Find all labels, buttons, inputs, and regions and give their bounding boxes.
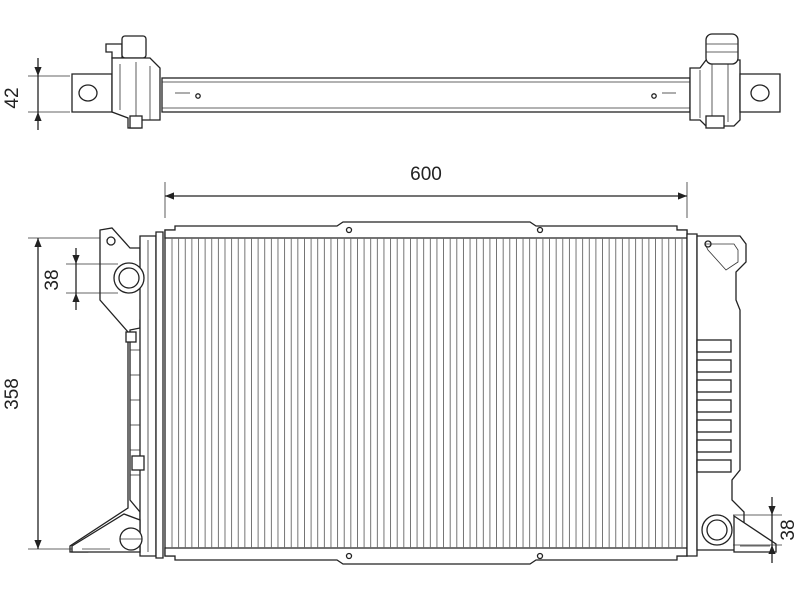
top-right-bracket <box>739 73 781 113</box>
dimension-38-inlet: 38 <box>42 248 118 310</box>
dimension-38-outlet: 38 <box>733 497 799 563</box>
top-left-bracket <box>71 73 113 113</box>
right-top-bracket <box>704 243 739 271</box>
dimension-38-outlet-label: 38 <box>778 519 799 540</box>
dimension-42-label: 42 <box>2 87 23 108</box>
top-left-drain <box>129 115 143 129</box>
left-mount-hole <box>106 236 116 246</box>
right-tank <box>696 235 747 551</box>
top-right-tank <box>689 59 741 127</box>
right-tank-ribs <box>696 339 732 473</box>
top-left-filler-neck <box>105 43 123 59</box>
top-plate <box>164 221 688 239</box>
top-core <box>161 77 691 113</box>
top-view <box>71 33 781 129</box>
left-tank-ribs <box>125 331 145 476</box>
core-frame <box>164 229 688 557</box>
dimension-38-inlet-label: 38 <box>42 269 63 290</box>
top-right-bracket-hole <box>750 84 770 102</box>
dimension-600: 600 <box>164 164 688 218</box>
top-right-filler-cap <box>705 33 739 65</box>
dimension-600-label: 600 <box>410 164 442 185</box>
left-tank-clip <box>131 455 145 471</box>
top-left-inlet <box>121 35 147 59</box>
top-left-bracket-hole <box>78 84 98 102</box>
left-tank-fitting <box>125 331 137 343</box>
core-fins <box>171 238 683 548</box>
left-seam <box>155 231 164 559</box>
front-view <box>69 221 777 565</box>
inlet-pipe-inner <box>118 267 140 289</box>
right-seam <box>686 233 698 557</box>
top-right-drain <box>705 115 725 129</box>
dimension-42: 42 <box>2 58 70 130</box>
dimension-358: 358 <box>2 237 100 550</box>
bottom-plate <box>164 547 688 565</box>
right-lower-bracket <box>733 514 777 553</box>
outlet-pipe-inner <box>706 519 728 541</box>
dimension-358-label: 358 <box>2 378 23 410</box>
